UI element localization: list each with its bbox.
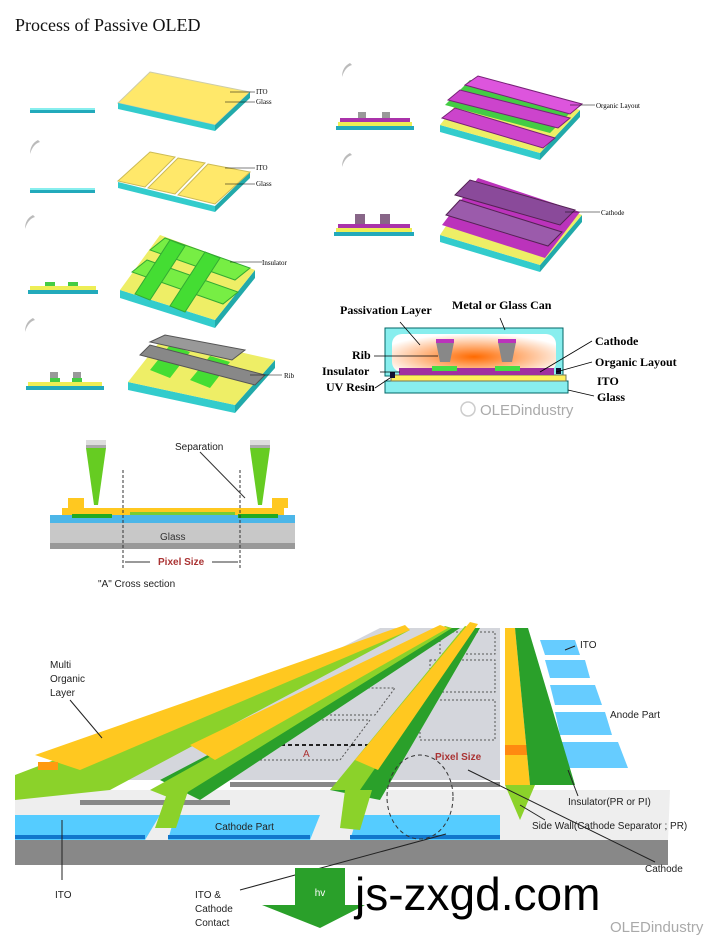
label-contact-1: ITO & [195,890,221,901]
light-emission-arrow [262,868,365,928]
label-anode-part: Anode Part [610,710,660,721]
label-side-wall: Side Wall(Cathode Separator ; PR) [532,821,687,832]
label-insulator: Insulator [262,259,288,267]
label-rib: Rib [352,348,371,362]
label-glass: Glass [256,98,272,106]
wechat-icon [460,401,476,417]
encapsulation-diagram: Passivation Layer Metal or Glass Can Rib… [322,298,677,419]
label-ito-bottom: ITO [55,890,72,901]
label-cathode: Cathode [601,209,624,217]
cross-section-a-diagram: Separation Glass Pixel Size "A" Cross se… [50,440,295,590]
label-insulator: Insulator [322,364,370,378]
label-ito: ITO [256,164,268,172]
caption-a-cross-section: "A" Cross section [98,579,175,590]
glass-substrate [15,840,668,865]
label-passivation-layer: Passivation Layer [340,303,432,317]
site-watermark: js-zxgd.com [353,868,600,920]
page-title: Process of Passive OLED [15,15,200,35]
watermark-oledindustry: OLEDindustry [610,919,704,936]
label-pixel-size: Pixel Size [158,557,205,568]
label-cathode: Cathode [645,864,683,875]
pmoled-perspective-diagram: Multi Organic Layer ITO Anode Part A Pix… [15,622,704,936]
label-insulator: Insulator(PR or PI) [568,797,651,808]
label-multi-organic-layer-2: Organic [50,674,85,685]
step-2-ito-patterning: ITO Glass [30,140,272,212]
label-a-marker: A [303,749,310,760]
label-glass: Glass [256,180,272,188]
label-rib: Rib [284,372,295,380]
label-contact-3: Contact [195,918,230,929]
step-1-side-view [30,110,95,113]
label-ito: ITO [597,374,619,388]
ito-plate [116,71,252,126]
label-organic-layout: Organic Layout [596,102,640,110]
step-3-insulator: Insulator [25,215,288,328]
label-uv-resin: UV Resin [326,380,375,394]
watermark-oledindustry: OLEDindustry [480,402,574,419]
cathode-part [168,815,320,840]
label-hv: hv [315,888,326,899]
label-pixel-size: Pixel Size [435,752,482,763]
label-metal-or-glass-can: Metal or Glass Can [452,298,552,312]
label-glass: Glass [597,390,625,404]
step-5-organic-layer: Organic Layout [336,63,640,160]
label-multi-organic-layer-3: Layer [50,688,76,699]
label-organic-layout: Organic Layout [595,355,677,369]
step-1-glass-ito: ITO Glass [30,71,272,131]
label-cathode: Cathode [595,334,639,348]
label-glass: Glass [160,532,186,543]
label-multi-organic-layer-1: Multi [50,660,71,671]
label-ito-top: ITO [580,640,597,651]
label-ito: ITO [256,88,268,96]
label-contact-2: Cathode [195,904,233,915]
glass-substrate [384,380,569,394]
label-cathode-part: Cathode Part [215,822,274,833]
label-separation: Separation [175,442,223,453]
step-4-rib: Rib [25,318,295,413]
step-6-cathode: Cathode [334,153,624,272]
